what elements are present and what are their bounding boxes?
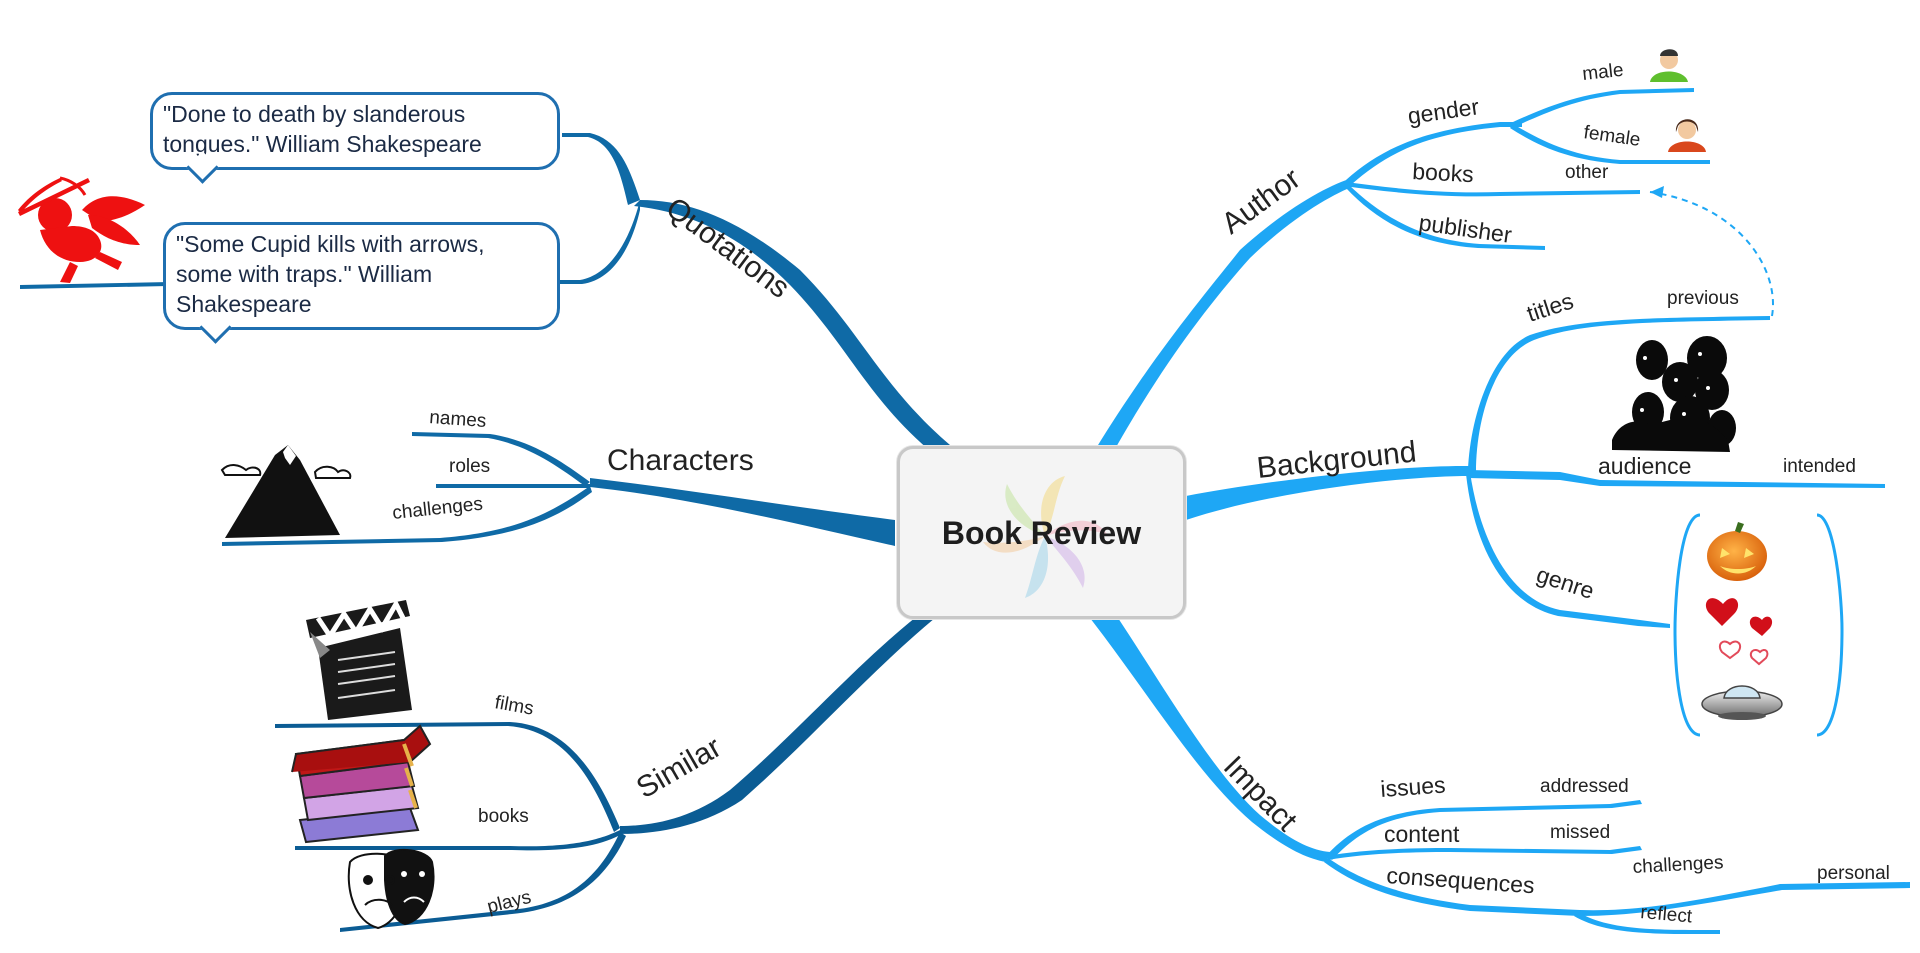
background-titles-label: titles xyxy=(1524,287,1577,326)
branch-impact[interactable] xyxy=(1090,606,1910,934)
characters-item-roles: roles xyxy=(449,456,490,477)
author-books-label: books xyxy=(1412,158,1475,187)
author-gender-female: female xyxy=(1582,122,1641,151)
quote-2-text: "Some Cupid kills with arrows, some with… xyxy=(176,231,485,317)
quote-bubble-1[interactable]: "Done to death by slanderous tongues." W… xyxy=(150,92,560,184)
theater-masks-icon xyxy=(347,848,435,930)
branch-characters[interactable] xyxy=(222,432,895,546)
author-label: Author xyxy=(1216,162,1307,241)
crowd-icon xyxy=(1612,336,1736,452)
impact-consequences-label: consequences xyxy=(1386,862,1536,898)
genre-bracket-left xyxy=(1673,513,1701,737)
genre-bracket-right xyxy=(1816,513,1844,737)
link-arrowhead xyxy=(1650,186,1664,198)
cupid-icon xyxy=(18,176,145,283)
impact-reflect-label: reflect xyxy=(1640,902,1694,927)
author-books-other: other xyxy=(1565,162,1609,183)
branch-quotations[interactable] xyxy=(20,133,950,455)
branch-author[interactable] xyxy=(1095,88,1710,458)
branch-similar[interactable] xyxy=(275,610,935,932)
books-stack-icon xyxy=(291,724,432,844)
impact-content-label: content xyxy=(1384,821,1460,847)
impact-issues-addressed: addressed xyxy=(1540,776,1629,797)
hearts-icon xyxy=(1705,598,1773,666)
background-audience-intended: intended xyxy=(1783,456,1856,477)
similar-item-films: films xyxy=(493,692,535,719)
characters-label: Characters xyxy=(607,444,754,477)
pumpkin-icon xyxy=(1707,522,1767,581)
impact-issues-label: issues xyxy=(1380,772,1447,802)
central-topic-title: Book Review xyxy=(941,515,1142,551)
male-user-icon xyxy=(1650,49,1688,82)
link-previous-to-other xyxy=(1649,191,1774,317)
quote-1-text: "Done to death by slanderous tongues." W… xyxy=(163,101,482,157)
author-gender-male: male xyxy=(1581,60,1624,85)
quote-bubble-2[interactable]: "Some Cupid kills with arrows, some with… xyxy=(163,222,560,344)
author-publisher-label: publisher xyxy=(1417,209,1513,248)
similar-item-books: books xyxy=(478,806,529,827)
quotations-label: Quotations xyxy=(660,191,796,305)
impact-personal-label: personal xyxy=(1817,863,1890,884)
characters-item-challenges: challenges xyxy=(391,494,484,524)
characters-item-names: names xyxy=(429,407,487,432)
impact-content-missed: missed xyxy=(1550,822,1610,843)
author-gender-label: gender xyxy=(1406,93,1481,129)
pinwheel-logo xyxy=(983,476,1107,598)
branch-background[interactable] xyxy=(1186,316,1885,628)
similar-label: Similar xyxy=(631,731,727,805)
background-titles-previous: previous xyxy=(1667,288,1739,309)
female-user-icon xyxy=(1668,119,1706,152)
impact-challenges-label: challenges xyxy=(1632,852,1724,878)
central-topic[interactable]: Book Review xyxy=(897,446,1186,619)
clapperboard-icon xyxy=(306,598,412,720)
background-audience-label: audience xyxy=(1598,453,1691,479)
ufo-icon xyxy=(1701,685,1783,720)
background-genre-label: genre xyxy=(1533,561,1597,604)
mountain-icon xyxy=(220,445,352,538)
